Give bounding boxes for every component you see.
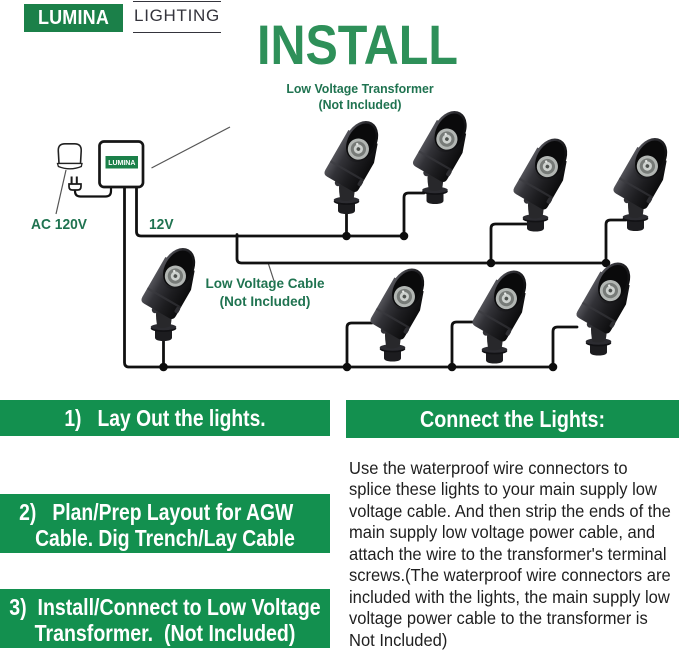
svg-text:LUMINA: LUMINA bbox=[108, 160, 135, 167]
